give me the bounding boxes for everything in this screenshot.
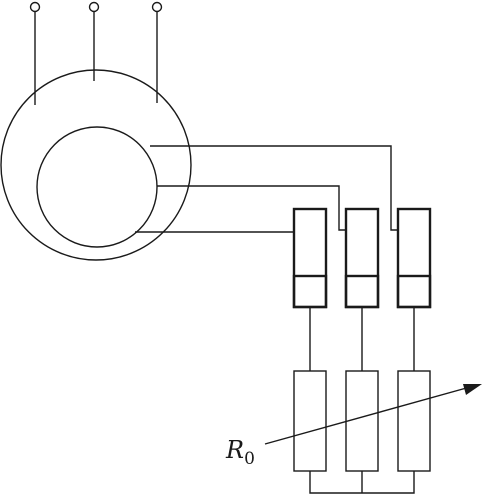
rotor-leads xyxy=(135,145,398,233)
brush-3-contact xyxy=(396,274,432,309)
rotor-lead-1 xyxy=(150,145,398,231)
rotor-circle xyxy=(36,126,158,248)
induction-motor xyxy=(0,69,192,261)
terminal-3 xyxy=(151,1,163,13)
terminal-1 xyxy=(29,1,41,13)
supply-terminals xyxy=(29,1,163,105)
variable-arrow-head xyxy=(463,384,482,395)
resistor-label: R0 xyxy=(225,436,255,469)
brush-assembly xyxy=(292,207,432,309)
brush-1 xyxy=(292,207,328,309)
variable-arrow xyxy=(264,384,482,445)
brush-3 xyxy=(396,207,432,309)
resistor-3 xyxy=(397,370,431,472)
variable-arrow-shaft xyxy=(264,386,471,445)
resistor-label-symbol: R xyxy=(225,436,244,464)
brush-1-contact xyxy=(292,274,328,309)
brush-2 xyxy=(344,207,380,309)
terminal-2 xyxy=(88,1,100,13)
brush-2-contact xyxy=(344,274,380,309)
starting-resistors xyxy=(293,370,431,472)
resistor-1 xyxy=(293,370,327,472)
brush-to-resistor-leads xyxy=(309,307,415,371)
rotor-lead-2 xyxy=(157,185,346,231)
resistor-2 xyxy=(345,370,379,472)
stator-circle xyxy=(0,69,192,261)
resistor-label-subscript: 0 xyxy=(244,449,255,469)
